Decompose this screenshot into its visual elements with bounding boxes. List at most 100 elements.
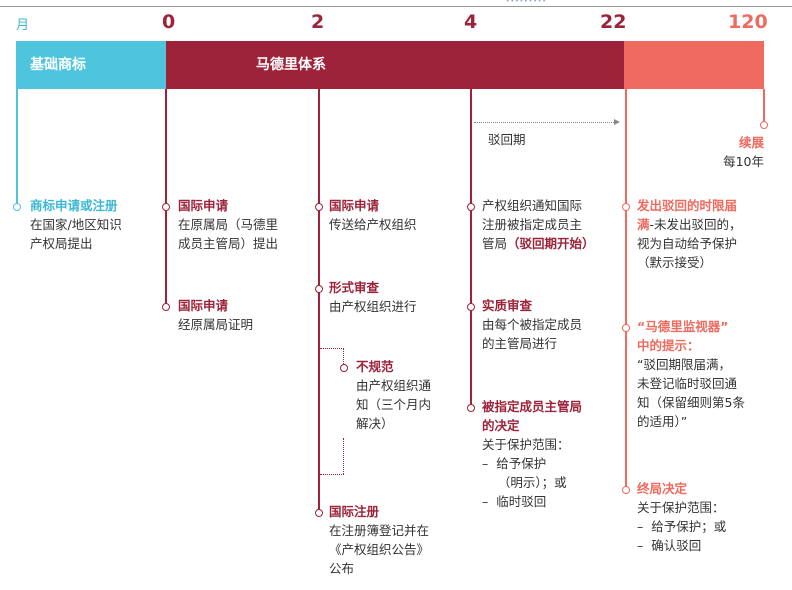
item-monitor: “马德里监视器” 中的提示： “驳回期限届满， 未登记临时驳回通 知（保留细则第… <box>637 317 787 431</box>
item-decision-line: （明示）；或 <box>482 475 567 490</box>
item-final-line: – 给予保护；或 <box>637 519 727 534</box>
node-intl-reg <box>315 509 323 517</box>
timeline-month-22 <box>625 89 627 489</box>
arrow-right-icon <box>614 119 620 125</box>
decorative-dots: •••••••••• <box>506 0 546 4</box>
item-monitor-title: “马德里监视器” <box>637 319 729 334</box>
item-time-limit-line: 满-未发出驳回的， <box>637 215 787 234</box>
item-irregular-line: 解决） <box>356 416 394 431</box>
item-notify-line-text: 管局 <box>482 236 508 251</box>
item-formal-exam-title: 形式审查 <box>329 280 380 295</box>
item-intl-app-origin: 国际申请 在原属局（马德里 成员主管局）提出 <box>178 196 313 253</box>
item-intl-reg-line: 《产权组织公告》 <box>329 542 430 557</box>
item-substantive-line: 的主管局进行 <box>482 336 558 351</box>
item-final: 终局决定 关于保护范围： – 给予保护；或 – 确认驳回 <box>637 479 787 555</box>
item-monitor-line: 未登记临时驳回通 <box>637 376 738 391</box>
band-renewal <box>624 41 764 89</box>
irregular-loop-top <box>320 348 344 349</box>
band-basic-label: 基础商标 <box>30 57 86 73</box>
axis-tick-22: 22 <box>600 11 627 33</box>
item-decision: 被指定成员主管局 的决定 关于保护范围： – 给予保护 （明示）；或 – 临时驳… <box>482 397 622 511</box>
item-intl-app-transmit-title: 国际申请 <box>329 198 380 213</box>
item-final-title: 终局决定 <box>637 481 688 496</box>
node-final <box>622 486 630 494</box>
item-basic-app: 商标申请或注册 在国家/地区知识 产权局提出 <box>30 196 158 253</box>
item-basic-app-title: 商标申请或注册 <box>30 198 118 213</box>
item-irregular-line: 知（三个月内 <box>356 397 432 412</box>
node-substantive <box>467 303 475 311</box>
timeline-month-4 <box>470 89 472 409</box>
item-time-limit-title: 发出驳回的时限届 <box>637 198 738 213</box>
item-intl-reg-line: 在注册簿登记并在 <box>329 523 430 538</box>
item-monitor-line: 知（保留细则第5条 <box>637 395 745 410</box>
timeline-month-120 <box>763 89 765 123</box>
irregular-loop-return <box>343 438 344 474</box>
item-intl-app-certify: 国际申请 经原属局证明 <box>178 296 313 334</box>
node-decision <box>467 404 475 412</box>
axis-tick-0: 0 <box>162 11 176 33</box>
item-formal-exam-line: 由产权组织进行 <box>329 299 417 314</box>
item-final-line: – 确认驳回 <box>637 538 702 553</box>
item-decision-line: – 给予保护 <box>482 456 547 471</box>
axis-tick-120: 120 <box>728 11 768 33</box>
axis-tick-2: 2 <box>311 11 325 33</box>
renewal-note: 续展 每10年 <box>674 133 764 171</box>
item-time-limit-title2: 满 <box>637 217 650 232</box>
node-basic-app <box>13 203 21 211</box>
item-intl-reg-title: 国际注册 <box>329 504 380 519</box>
refusal-period-label: 驳回期 <box>488 132 526 147</box>
node-irregular <box>340 364 348 372</box>
item-notify-line: 产权组织通知国际 <box>482 198 583 213</box>
item-notify-line: 注册被指定成员主 <box>482 217 583 232</box>
item-intl-app-certify-line: 经原属局证明 <box>178 317 254 332</box>
item-intl-app-origin-line: 成员主管局）提出 <box>178 236 279 251</box>
item-decision-title2: 的决定 <box>482 418 520 433</box>
item-intl-app-origin-line: 在原属局（马德里 <box>178 217 279 232</box>
renewal-sub: 每10年 <box>723 154 764 169</box>
item-monitor-title2: 中的提示： <box>637 338 700 353</box>
node-formal-exam <box>315 285 323 293</box>
band-madrid-label: 马德里体系 <box>256 57 326 73</box>
item-intl-app-transmit: 国际申请 传送给产权组织 <box>329 196 464 234</box>
axis-month-label: 月 <box>16 18 30 33</box>
item-monitor-line: “驳回期限届满， <box>637 357 731 372</box>
item-time-limit-line: （默示接受） <box>637 255 713 270</box>
item-notify-emphasis: （驳回期开始） <box>507 236 595 251</box>
item-irregular: 不规范 由产权组织通 知（三个月内 解决） <box>356 357 464 433</box>
item-basic-app-line: 产权局提出 <box>30 236 93 251</box>
item-irregular-title: 不规范 <box>356 359 394 374</box>
band-madrid-system: 马德里体系 <box>166 41 624 89</box>
item-intl-app-origin-title: 国际申请 <box>178 198 229 213</box>
item-decision-line: 关于保护范围： <box>482 437 570 452</box>
band-basic-mark: 基础商标 <box>16 41 166 89</box>
item-time-limit-suffix: -未发出驳回的， <box>649 217 742 232</box>
node-intl-app-origin <box>162 203 170 211</box>
timeline-month-2 <box>318 89 320 514</box>
irregular-loop-bottom <box>320 474 344 475</box>
item-formal-exam: 形式审查 由产权组织进行 <box>329 278 464 316</box>
item-monitor-line: 的适用）” <box>637 414 688 429</box>
item-decision-title: 被指定成员主管局 <box>482 399 583 414</box>
node-intl-app-transmit <box>315 203 323 211</box>
item-substantive-line: 由每个被指定成员 <box>482 317 583 332</box>
node-time-limit <box>622 203 630 211</box>
renewal-title: 续展 <box>738 135 764 150</box>
item-notify-line: 管局（驳回期开始） <box>482 234 622 253</box>
node-intl-app-certify <box>162 303 170 311</box>
axis-tick-4: 4 <box>464 11 478 33</box>
item-irregular-line: 由产权组织通 <box>356 378 432 393</box>
timeline-month-0 <box>165 89 167 307</box>
item-substantive-title: 实质审查 <box>482 298 533 313</box>
node-monitor <box>622 324 630 332</box>
item-final-line: 关于保护范围： <box>637 500 725 515</box>
item-decision-line: – 临时驳回 <box>482 494 547 509</box>
refusal-period-arrow <box>474 122 614 123</box>
renewal-node <box>760 121 768 129</box>
item-intl-app-transmit-line: 传送给产权组织 <box>329 217 417 232</box>
item-intl-reg: 国际注册 在注册簿登记并在 《产权组织公告》 公布 <box>329 502 469 578</box>
item-time-limit: 发出驳回的时限届 满-未发出驳回的， 视为自动给予保护 （默示接受） <box>637 196 787 272</box>
item-intl-reg-line: 公布 <box>329 561 355 576</box>
item-intl-app-certify-title: 国际申请 <box>178 298 229 313</box>
item-notify: 产权组织通知国际 注册被指定成员主 管局（驳回期开始） <box>482 196 622 253</box>
timeline-basic <box>16 89 18 207</box>
